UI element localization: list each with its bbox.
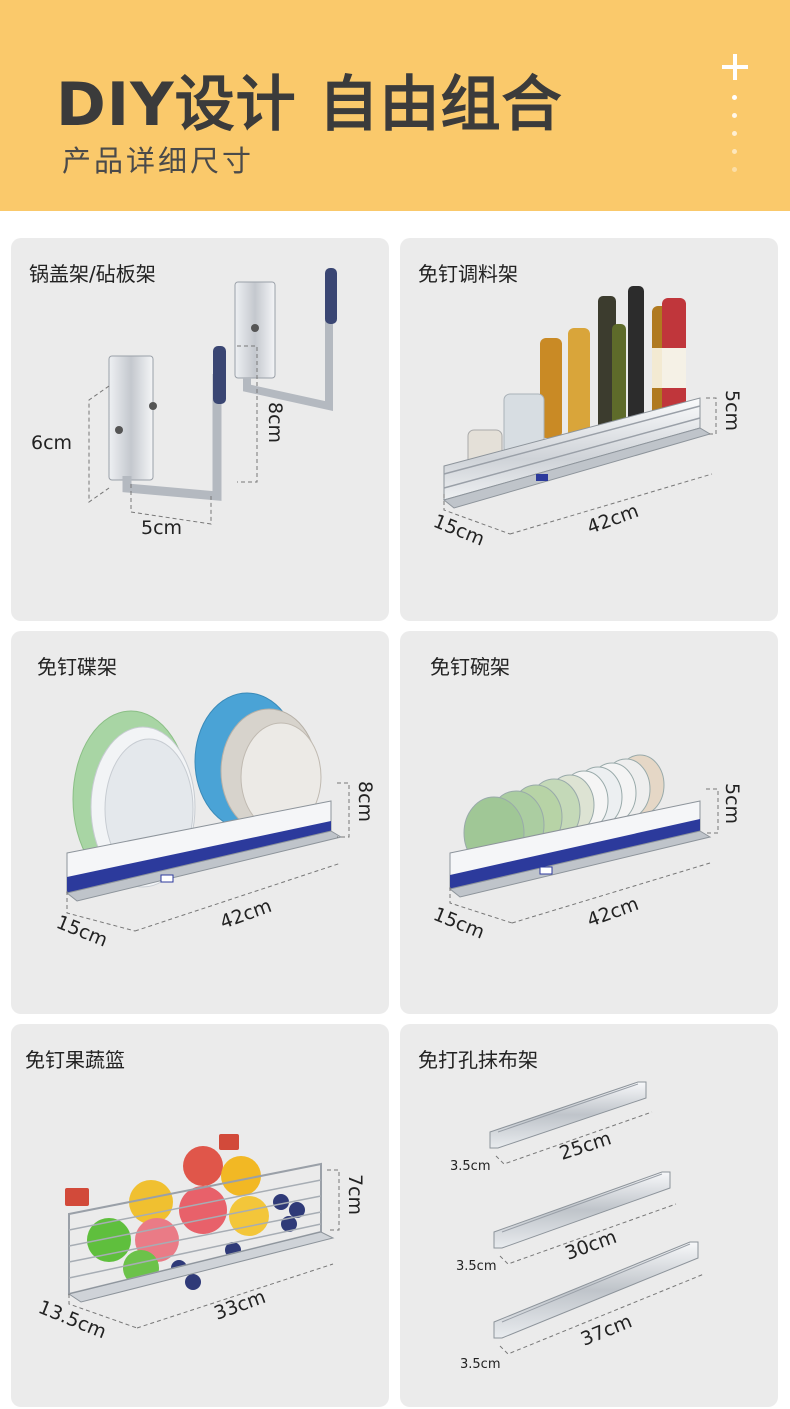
banner-title-highlight: DIY设计 xyxy=(56,70,297,140)
dot-decoration xyxy=(732,131,737,136)
dim-depth: 15cm xyxy=(430,510,488,550)
card-bowl-rack: 免钉碗架 5cm 15cm 42cm xyxy=(400,631,778,1014)
spice-rack-illustration: 5cm 15cm 42cm xyxy=(430,286,743,551)
dim-height: 5cm xyxy=(721,390,743,431)
card-title: 免钉碗架 xyxy=(430,655,510,679)
dim-bar1-height: 3.5cm xyxy=(450,1159,491,1174)
dim-depth: 15cm xyxy=(430,903,488,943)
dim-width: 42cm xyxy=(584,500,641,539)
plus-icon xyxy=(722,54,748,80)
card-spice-rack: 免钉调料架 5cm 15cm 42cm xyxy=(400,238,778,621)
card-title: 免钉调料架 xyxy=(418,262,518,286)
dim-bar2-length: 30cm xyxy=(562,1226,619,1265)
dim-height: 5cm xyxy=(721,783,743,824)
dim-hook-depth: 8cm xyxy=(264,402,286,443)
dim-width: 5cm xyxy=(141,517,182,539)
card-plate-rack: 免钉碟架 8cm 15cm 42cm xyxy=(11,631,389,1014)
banner-title: DIY设计 自由组合 xyxy=(50,56,563,143)
dim-bar3-height: 3.5cm xyxy=(460,1357,501,1372)
dim-bar1-length: 25cm xyxy=(557,1127,614,1164)
dot-decoration xyxy=(732,149,737,154)
bowl-rack-illustration: 5cm 15cm 42cm xyxy=(430,754,743,944)
dot-decoration xyxy=(732,95,737,100)
dim-bar2-height: 3.5cm xyxy=(456,1259,497,1274)
dot-decoration xyxy=(732,113,737,118)
card-title: 免打孔抹布架 xyxy=(418,1048,538,1072)
banner-title-rest: 自由组合 xyxy=(318,70,563,140)
card-towel-bar: 免打孔抹布架 3.5cm 25cm 3.5cm 30cm 3.5cm 37cm xyxy=(400,1024,778,1407)
card-lid-rack: 锅盖架/砧板架 6cm 8cm 5cm xyxy=(11,238,389,621)
card-title: 锅盖架/砧板架 xyxy=(29,262,156,286)
lid-rack-illustration: 6cm 8cm 5cm xyxy=(31,268,337,539)
card-title: 免钉果蔬篮 xyxy=(25,1048,125,1072)
dot-decoration xyxy=(732,167,737,172)
card-fruit-basket: 免钉果蔬篮 7cm 13.5cm 33cm xyxy=(11,1024,389,1407)
dim-bar3-length: 37cm xyxy=(578,1310,636,1350)
towel-bar-illustration: 3.5cm 25cm 3.5cm 30cm 3.5cm 37cm xyxy=(450,1081,705,1372)
banner-subtitle: 产品详细尺寸 xyxy=(62,144,255,178)
dim-width: 33cm xyxy=(211,1286,268,1325)
dim-height: 6cm xyxy=(31,432,72,454)
dim-height: 8cm xyxy=(354,781,376,822)
dim-width: 42cm xyxy=(217,895,274,934)
card-title: 免钉碟架 xyxy=(37,655,117,679)
plate-rack-illustration: 8cm 15cm 42cm xyxy=(53,692,376,952)
fruit-basket-illustration: 7cm 13.5cm 33cm xyxy=(35,1134,366,1343)
header-banner: DIY设计 自由组合 产品详细尺寸 xyxy=(0,0,790,211)
dim-depth: 13.5cm xyxy=(35,1296,109,1343)
dim-height: 7cm xyxy=(344,1174,366,1215)
